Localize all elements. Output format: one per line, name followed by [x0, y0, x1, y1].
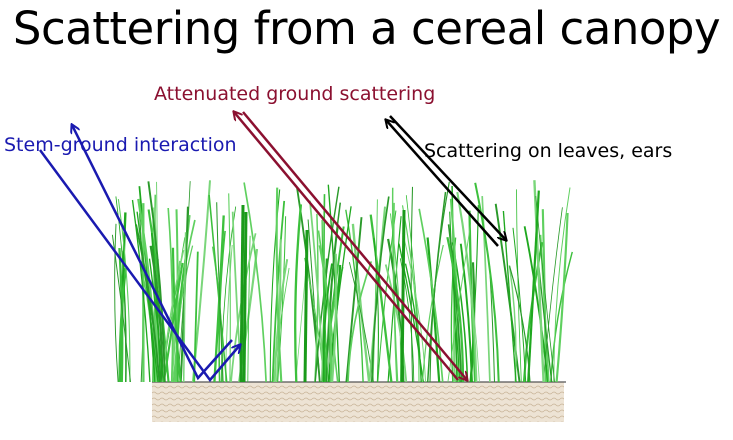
plant-stem	[176, 253, 188, 383]
stem-ground-incident-arrow	[38, 149, 240, 383]
plant-stem	[351, 223, 371, 383]
plant-stem	[372, 199, 378, 383]
plant-stalk	[242, 211, 248, 383]
plant-stem	[401, 205, 420, 383]
plant-stem	[539, 234, 550, 383]
plant-stem	[193, 251, 199, 383]
plant-stem	[114, 223, 119, 383]
plant-stem	[171, 247, 182, 383]
plant-stem	[294, 204, 303, 383]
ground-incident-arrow	[242, 111, 467, 380]
plant-stem	[307, 219, 321, 383]
plant-stem	[512, 227, 527, 383]
plant-stem	[148, 258, 165, 383]
plant-stem	[323, 226, 345, 383]
plant-stalk	[400, 209, 406, 383]
plant-stem	[553, 187, 571, 383]
plant-stem	[555, 212, 569, 383]
plant-stem	[449, 211, 461, 383]
plant-stem	[421, 244, 444, 383]
plant-stem	[447, 224, 463, 383]
plant-stem	[321, 219, 329, 383]
attenuated-ground-arrows	[234, 112, 467, 380]
stem-ground-arrows	[38, 125, 240, 383]
plant-stem	[404, 263, 422, 383]
plant-stalk	[239, 204, 245, 383]
attenuated-ground-label: Attenuated ground scattering	[154, 83, 436, 105]
leaves-return-arrow	[386, 120, 499, 247]
plant-stem	[481, 196, 491, 383]
soil-layer	[152, 382, 564, 422]
leaves-ears-label: Scattering on leaves, ears	[424, 140, 673, 162]
plant-stem	[527, 190, 540, 383]
plant-stem	[446, 236, 465, 383]
stem-ground-label: Stem-ground interaction	[4, 134, 237, 156]
stem-ground-return-arrow	[72, 125, 233, 381]
plant-stem	[228, 193, 231, 383]
plant-stem	[182, 232, 187, 383]
plant-stem	[135, 224, 161, 383]
ground-return-arrow	[234, 112, 459, 381]
plant-stem	[474, 182, 500, 383]
plant-stem	[247, 235, 251, 383]
plant-stem	[429, 181, 450, 383]
plant-stem	[494, 203, 521, 383]
plant-stem	[465, 249, 480, 383]
plant-stem	[542, 207, 563, 383]
plant-stem	[370, 196, 390, 383]
plant-stem	[118, 267, 127, 383]
plant-stem	[369, 214, 393, 383]
plant-stem	[410, 186, 414, 383]
plant-stem	[243, 182, 267, 383]
plant-stem	[456, 191, 478, 383]
plant-stem	[322, 263, 333, 383]
page-title: Scattering from a cereal canopy	[12, 2, 721, 55]
plant-stem	[117, 199, 131, 383]
plant-stem	[328, 228, 339, 383]
plant-stem	[345, 217, 363, 383]
plant-stem	[550, 251, 573, 383]
plant-stem	[509, 266, 531, 383]
plant-stem	[309, 200, 325, 383]
plant-stalk	[303, 229, 309, 383]
plant-stem	[167, 207, 174, 383]
plant-stem	[330, 253, 338, 383]
plant-stem	[533, 180, 545, 383]
plant-stem	[402, 233, 427, 383]
cereal-canopy	[111, 180, 573, 383]
plant-stem	[384, 264, 408, 383]
plant-stem	[318, 245, 333, 383]
plant-stem	[275, 187, 283, 383]
plant-stem	[347, 261, 373, 383]
plant-stem	[426, 237, 441, 383]
plant-stem	[516, 189, 522, 383]
plant-stem	[373, 237, 379, 383]
plant-stem	[216, 202, 224, 383]
plant-stem	[208, 194, 228, 383]
leaves-incident-arrow	[389, 115, 506, 240]
plant-stem	[162, 262, 184, 383]
plant-stem	[523, 226, 549, 383]
plant-stem	[147, 181, 166, 383]
leaves-ears-arrows	[386, 115, 506, 247]
plant-stem	[277, 216, 287, 383]
plant-stem	[469, 205, 479, 383]
